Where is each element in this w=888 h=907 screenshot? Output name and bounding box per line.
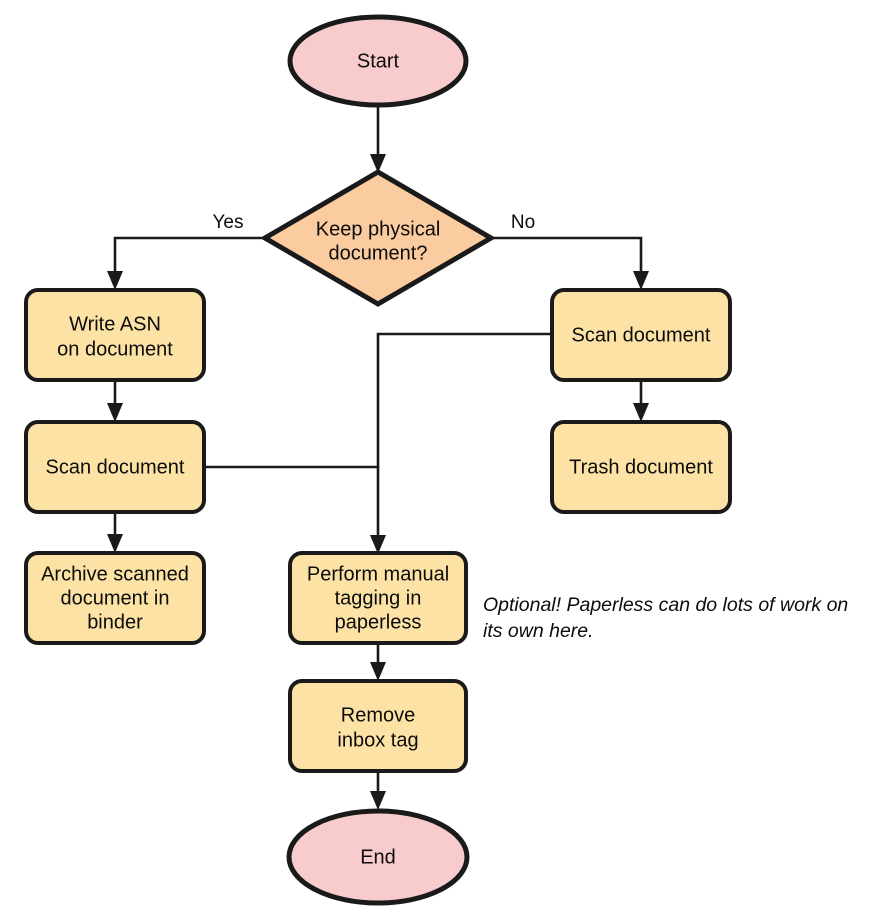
archive-box: [24, 551, 206, 645]
archive-label-line2: document in: [61, 587, 170, 609]
edge-tagging-to-remove-inbox: [370, 643, 386, 681]
edge-decision-yes-to-write-asn: [107, 236, 265, 290]
scan-right-box: [550, 288, 732, 382]
tagging-label-line3: paperless: [335, 611, 422, 633]
node-start[interactable]: Start: [287, 14, 469, 108]
node-scan-document-right[interactable]: Scan document: [550, 288, 732, 382]
start-label: Start: [357, 50, 400, 72]
tagging-label-line1: Perform manual: [307, 563, 449, 585]
node-perform-manual-tagging[interactable]: Perform manual tagging in paperless: [288, 551, 468, 645]
decision-diamond: [260, 169, 496, 307]
edge-start-to-decision: [370, 102, 386, 173]
node-archive-scanned-document[interactable]: Archive scanned document in binder: [24, 551, 206, 645]
decision-label-line2: document?: [329, 242, 428, 264]
write-asn-label-line1: Write ASN: [69, 313, 161, 335]
remove-inbox-label-line2: inbox tag: [337, 729, 418, 751]
scan-right-label: Scan document: [572, 324, 711, 346]
edge-scan-right-to-trash: [633, 380, 649, 422]
remove-inbox-label-line1: Remove: [341, 704, 415, 726]
edge-decision-no-to-scan-right: [491, 236, 649, 290]
node-end[interactable]: End: [286, 808, 470, 906]
tagging-box: [288, 551, 468, 645]
node-remove-inbox-tag[interactable]: Remove inbox tag: [288, 679, 468, 773]
scan-left-box: [24, 420, 206, 514]
note-line1: Optional! Paperless can do lots of work …: [483, 594, 848, 616]
tagging-label-line2: tagging in: [335, 587, 422, 609]
edge-scan-left-to-archive: [107, 512, 123, 553]
node-scan-document-left[interactable]: Scan document: [24, 420, 206, 514]
annotation-note: Optional! Paperless can do lots of work …: [483, 594, 848, 642]
decision-label-line1: Keep physical: [316, 218, 441, 240]
node-trash-document[interactable]: Trash document: [550, 420, 732, 514]
edge-label-yes: Yes: [213, 212, 244, 233]
edge-scan-right-to-tagging: [376, 332, 552, 467]
edge-write-asn-to-scan-left: [107, 380, 123, 422]
edge-scan-left-to-tagging: [204, 465, 386, 554]
edge-label-no: No: [511, 212, 535, 233]
end-ellipse: [286, 808, 470, 906]
write-asn-label-line2: on document: [57, 338, 173, 360]
trash-box: [550, 420, 732, 514]
write-asn-box: [24, 288, 206, 382]
edge-remove-inbox-to-end: [370, 770, 386, 810]
node-write-asn[interactable]: Write ASN on document: [24, 288, 206, 382]
archive-label-line1: Archive scanned: [41, 563, 189, 585]
remove-inbox-box: [288, 679, 468, 773]
scan-left-label: Scan document: [46, 456, 185, 478]
trash-label: Trash document: [569, 456, 713, 478]
note-line2: its own here.: [483, 620, 594, 642]
end-label: End: [360, 846, 396, 868]
start-ellipse: [287, 14, 469, 108]
archive-label-line3: binder: [87, 611, 143, 633]
node-decision-keep-physical-document[interactable]: Keep physical document?: [260, 169, 496, 307]
